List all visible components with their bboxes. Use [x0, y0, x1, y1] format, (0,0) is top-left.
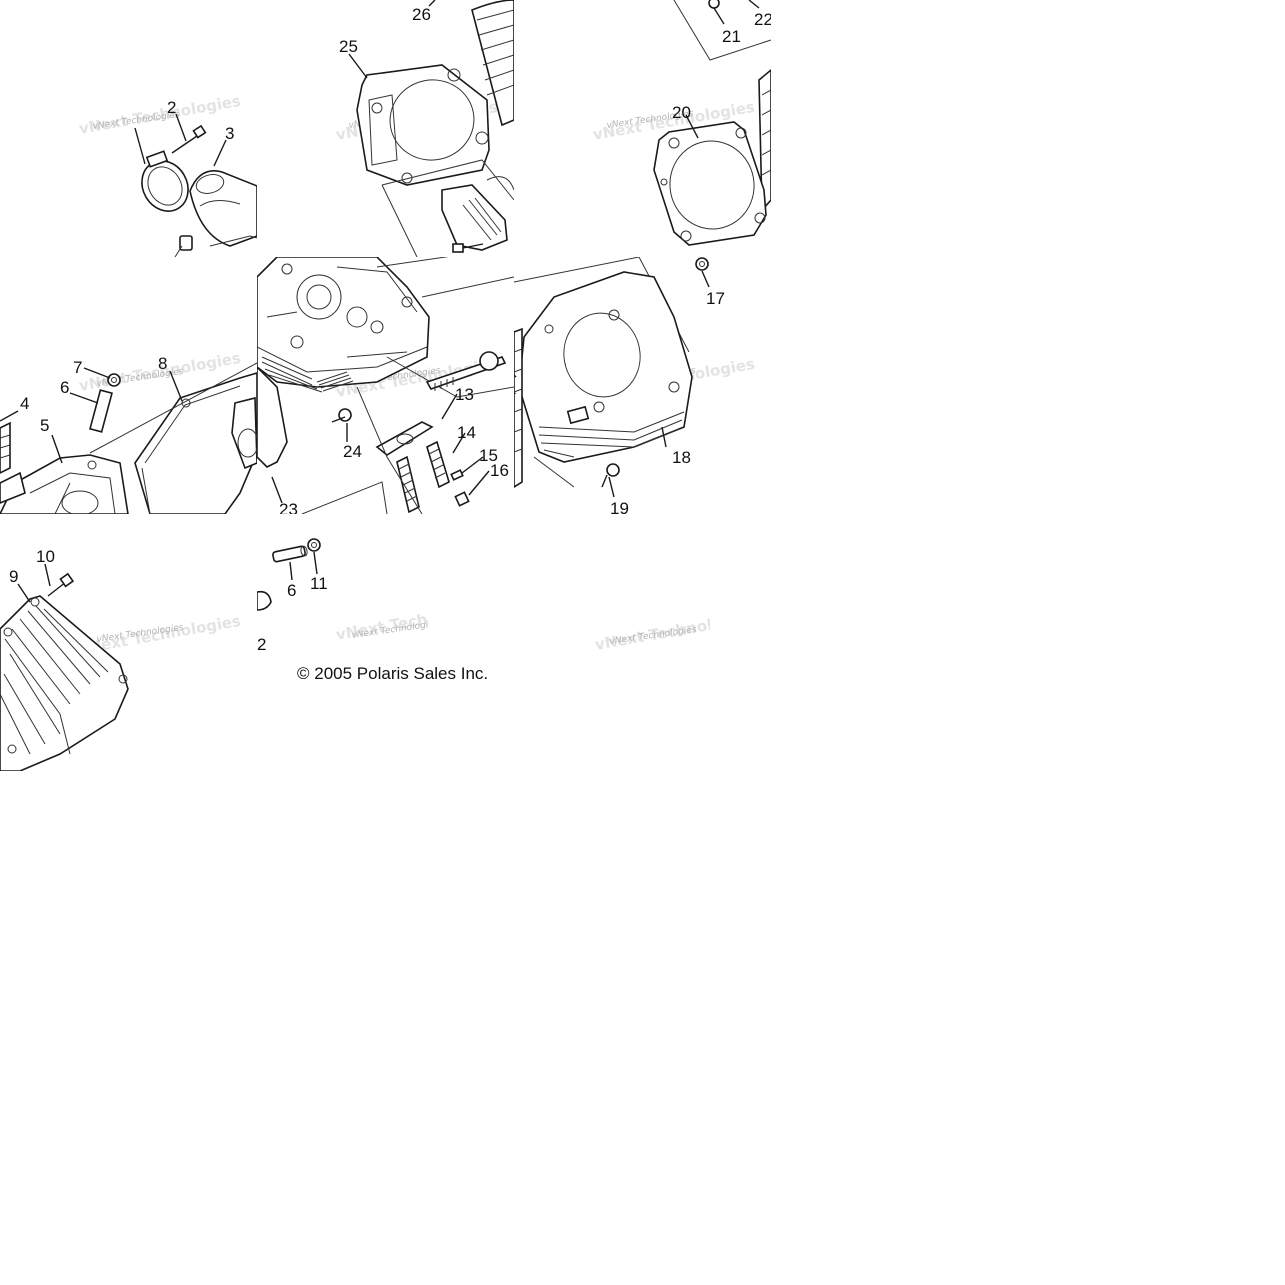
cylinder-part [518, 271, 693, 463]
stud-part [0, 421, 26, 504]
callout-2: 2 [167, 98, 176, 117]
cylinder-drawing: vNext Technologies vNext Technologies [514, 257, 756, 514]
base-gasket-part [653, 121, 767, 246]
tile-head-valves: vNext Technologies vNext Technologies [257, 257, 514, 514]
hose-clamp-part [257, 590, 272, 611]
callout-18: 18 [672, 448, 691, 467]
valve-seal-part [375, 421, 434, 456]
callout-17: 17 [706, 289, 725, 308]
nut-part [307, 538, 321, 552]
rocker-cover-drawing: vNext Technologies vNext Technologies [0, 349, 257, 514]
cylinder-head-part [257, 257, 430, 393]
head-bolt-part [331, 408, 352, 423]
callout-19: 19 [610, 499, 629, 514]
cylinder-gasket-drawing: vNext Technologies vNext Technologies 21… [592, 0, 771, 246]
watermark-shadow: vNext Technologies [335, 598, 428, 644]
callout-8: 8 [158, 354, 167, 373]
head-gasket-drawing: vNext Technologies vNext Technologies [335, 0, 514, 257]
small-bolt-part [708, 0, 725, 25]
dowel-pin-part [272, 545, 308, 563]
tile-rocker-cover: vNext Technologies vNext Technologies [0, 343, 257, 514]
dowel-pin-part [89, 373, 121, 433]
valve-part [425, 351, 507, 391]
callout-23: 23 [279, 500, 298, 514]
head-gasket-part [356, 64, 490, 186]
valve-cover-part [0, 595, 129, 771]
valve-spring-part [396, 440, 450, 514]
cover-gasket-part [134, 372, 257, 514]
valve-cover-drawing: vNext Technologies vNext Technologies 10… [0, 547, 242, 771]
cylinder-fins-part [758, 68, 771, 213]
clamp-screw-part [171, 124, 207, 154]
callout-10: 10 [36, 547, 55, 566]
callout-26: 26 [412, 5, 431, 24]
callout-11: 11 [310, 574, 328, 593]
tile-valve-cover: vNext Technologies vNext Technologies 10… [0, 514, 257, 771]
cylinder-fins-part [471, 0, 514, 127]
callout-21: 21 [722, 27, 741, 46]
tile-intake: vNext Technologies vNext Technologies [0, 86, 257, 257]
intake-drawing: vNext Technologies vNext Technologies [78, 92, 257, 257]
valve-keeper-part [450, 469, 470, 507]
hose-clamp-part [141, 150, 189, 212]
callout-6: 6 [60, 378, 69, 397]
copyright-notice: © 2005 Polaris Sales Inc. [297, 664, 489, 683]
callout-16: 16 [490, 461, 509, 480]
callout-2: 2 [257, 635, 266, 654]
tile-head-gasket-top: vNext Technologies vNext Technologies [257, 0, 514, 257]
callout-25: 25 [339, 37, 358, 56]
watermark-drawing: vNext Technologies vNext Technologies [594, 608, 710, 654]
callout-7: 7 [73, 358, 82, 377]
tensioner-cover-part [441, 184, 508, 253]
tile-pins: vNext Technologies vNext Technologies 6 … [257, 514, 428, 654]
cover-bolt-part [47, 572, 75, 597]
cover-gasket-part [257, 365, 288, 468]
callout-3: 3 [225, 124, 234, 143]
callout-15: 15 [479, 446, 498, 465]
callout-5: 5 [40, 416, 49, 435]
intake-boot-part [189, 170, 257, 247]
callout-6: 6 [287, 581, 296, 600]
callout-22: 22 [754, 10, 771, 29]
callout-9: 9 [9, 567, 18, 586]
callout-14: 14 [457, 423, 476, 442]
callout-20: 20 [672, 103, 691, 122]
cylinder-bolt-part [601, 463, 620, 488]
tile-watermark: vNext Technologies vNext Technologies [590, 600, 710, 670]
tile-cylinder: vNext Technologies vNext Technologies [514, 257, 771, 514]
dowel-pin-part [695, 257, 709, 271]
cylinder-fins-part [514, 327, 523, 488]
callout-4: 4 [20, 394, 29, 413]
callout-24: 24 [343, 442, 362, 461]
tile-cylinder-gasket: vNext Technologies vNext Technologies 21… [514, 0, 771, 257]
small-fitting-part [179, 235, 193, 251]
head-valves-drawing: vNext Technologies vNext Technologies [257, 257, 514, 514]
pins-drawing: vNext Technologies vNext Technologies 6 … [257, 538, 428, 654]
callout-1: 1 [514, 379, 516, 398]
callout-13: 13 [455, 385, 474, 404]
